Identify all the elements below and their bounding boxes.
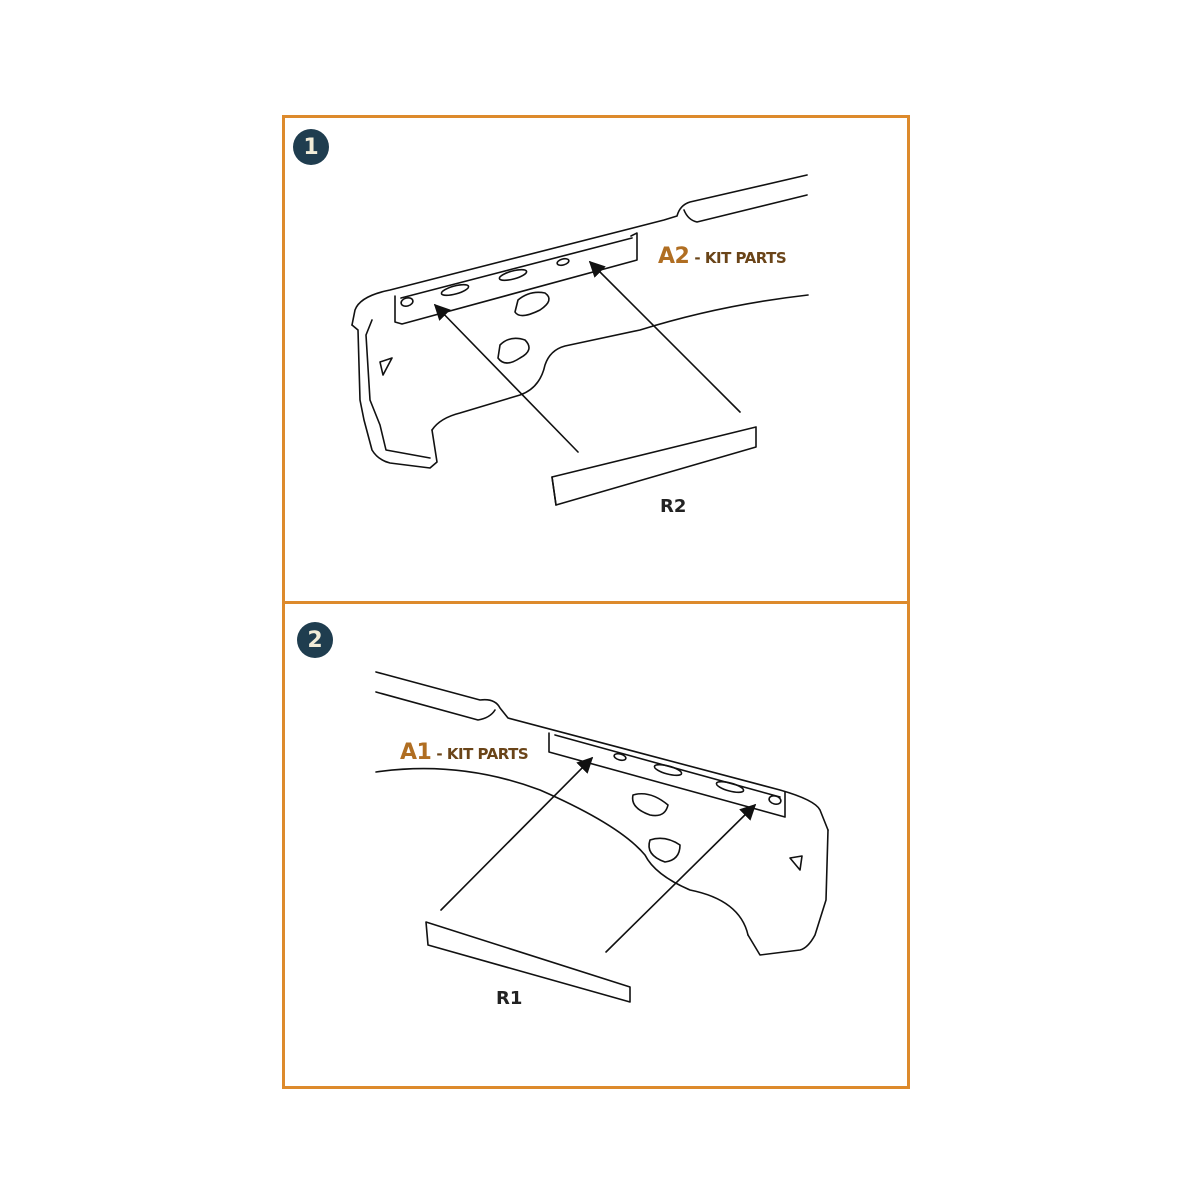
step-1-number: 1 — [303, 134, 319, 160]
step-divider — [282, 601, 910, 604]
kit-part-suffix: - KIT PARTS — [436, 745, 529, 763]
step-2-badge: 2 — [297, 622, 333, 658]
step-2-kit-part-drawing — [375, 671, 829, 1003]
step-1-resin-part-label: R2 — [660, 496, 687, 517]
kit-part-code: A2 — [658, 244, 690, 269]
kit-part-code: A1 — [400, 740, 432, 765]
step-1-kit-part-drawing — [351, 174, 809, 506]
kit-part-suffix: - KIT PARTS — [694, 249, 787, 267]
step-2-resin-part-label: R1 — [496, 988, 523, 1009]
step-2-number: 2 — [307, 627, 323, 653]
step-1-kit-parts-label: A2 - KIT PARTS — [658, 244, 787, 269]
step-2-kit-parts-label: A1 - KIT PARTS — [400, 740, 529, 765]
step-1-badge: 1 — [293, 129, 329, 165]
